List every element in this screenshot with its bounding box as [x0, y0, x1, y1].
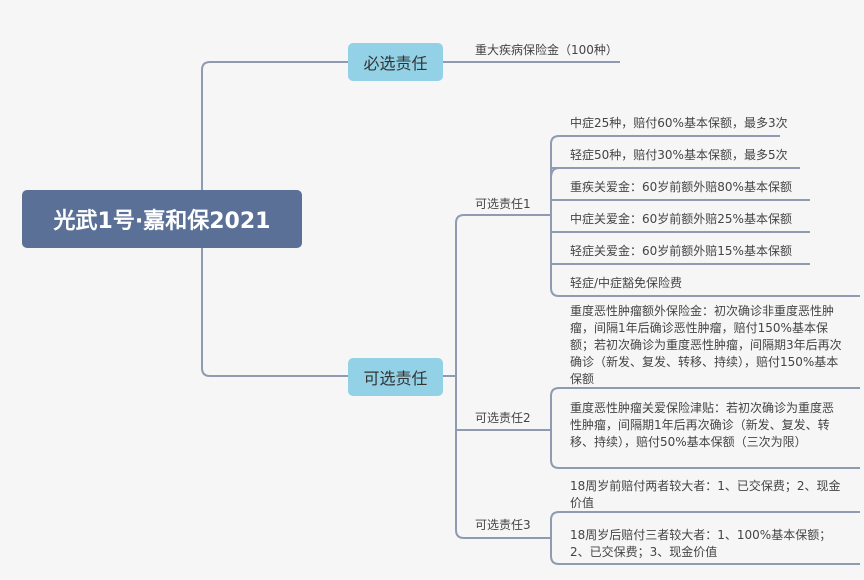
branch-optional[interactable]: 可选责任	[348, 358, 443, 396]
list-item[interactable]: 中症25种，赔付60%基本保额，最多3次	[570, 116, 788, 130]
list-item[interactable]: 轻症关爱金：60岁前额外赔15%基本保额	[570, 244, 792, 258]
optional-group-3[interactable]: 可选责任3	[475, 518, 531, 532]
optional-group-2[interactable]: 可选责任2	[475, 411, 531, 425]
mandatory-item[interactable]: 重大疾病保险金（100种）	[475, 43, 618, 57]
list-item[interactable]: 轻症/中症豁免保险费	[570, 276, 683, 290]
list-item[interactable]: 18周岁后赔付三者较大者：1、100%基本保额；2、已交保费；3、现金价值	[570, 528, 832, 559]
list-item[interactable]: 18周岁前赔付两者较大者：1、已交保费；2、现金价值	[570, 479, 841, 510]
list-item[interactable]: 重度恶性肿瘤关爱保险津贴：若初次确诊为重度恶性肿瘤，间隔期1年后再次确诊（新发、…	[570, 401, 835, 449]
root-topic[interactable]: 光武1号·嘉和保2021	[22, 190, 302, 248]
branch-mandatory[interactable]: 必选责任	[348, 43, 443, 81]
list-item[interactable]: 轻症50种，赔付30%基本保额，最多5次	[570, 148, 788, 162]
list-item[interactable]: 重疾关爱金：60岁前额外赔80%基本保额	[570, 180, 792, 194]
list-item[interactable]: 中症关爱金：60岁前额外赔25%基本保额	[570, 212, 792, 226]
optional-group-1[interactable]: 可选责任1	[475, 197, 531, 211]
list-item[interactable]: 重度恶性肿瘤额外保险金：初次确诊非重度恶性肿瘤，间隔1年后确诊恶性肿瘤，赔付15…	[570, 304, 842, 386]
